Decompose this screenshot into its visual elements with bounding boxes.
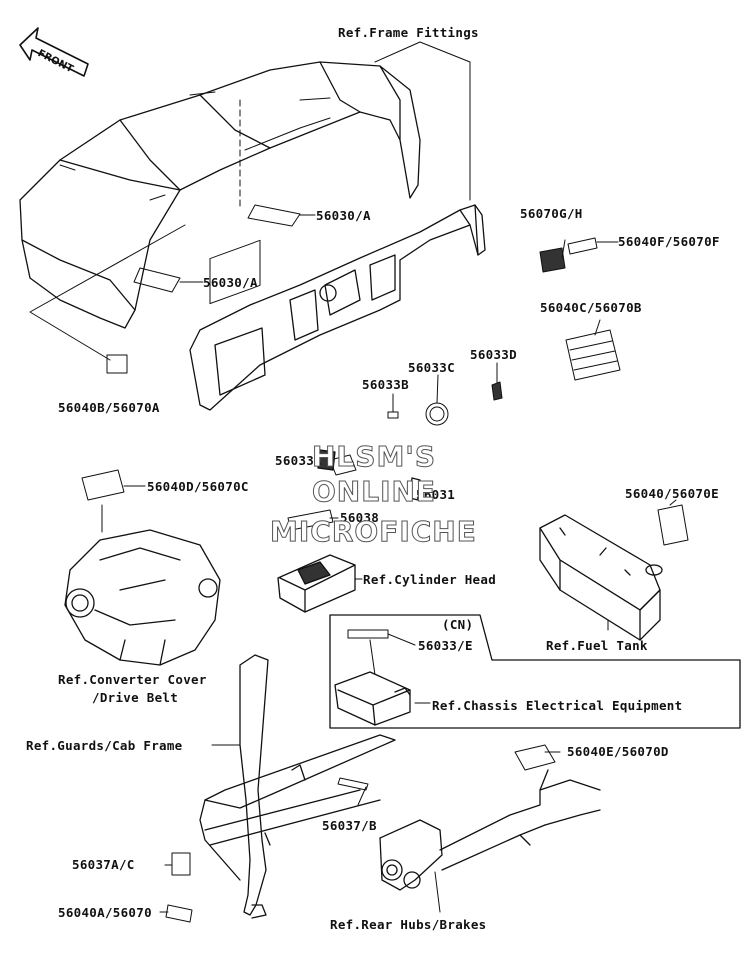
label-56040a-56070[interactable]: 56040A/56070 [58, 905, 152, 920]
rear-hub-shape [379, 769, 601, 891]
decal-shapes [81, 204, 689, 923]
front-arrow-icon [19, 27, 89, 77]
label-56033e[interactable]: 56033/E [418, 638, 473, 653]
label-56070gh[interactable]: 56070G/H [520, 206, 583, 221]
watermark-line-1: HLSM'S [311, 440, 437, 474]
small-parts [317, 449, 421, 501]
label-ref-cylinder-head[interactable]: Ref.Cylinder Head [363, 572, 497, 587]
ecu-box-shape [334, 671, 411, 726]
label-drive-belt[interactable]: /Drive Belt [92, 690, 179, 705]
label-56033b[interactable]: 56033B [362, 377, 409, 392]
label-56040d-56070c[interactable]: 56040D/56070C [147, 479, 249, 494]
label-56033d[interactable]: 56033D [470, 347, 517, 362]
label-ref-converter-cover[interactable]: Ref.Converter Cover [58, 672, 207, 687]
label-56033a[interactable]: 56033A [275, 453, 322, 468]
label-56037ac[interactable]: 56037A/C [72, 857, 135, 872]
cab-frame-shape [199, 654, 396, 919]
cylinder-head-cover-shape [277, 554, 356, 613]
label-ref-rear-hubs-brakes[interactable]: Ref.Rear Hubs/Brakes [330, 917, 487, 932]
watermark-line-3: MICROFICHE [270, 515, 477, 549]
dash-panel-shape [189, 204, 486, 411]
label-ref-guards-cab-frame[interactable]: Ref.Guards/Cab Frame [26, 738, 183, 753]
label-56037b[interactable]: 56037/B [322, 818, 377, 833]
label-ref-fuel-tank[interactable]: Ref.Fuel Tank [546, 638, 648, 653]
label-56040f-56070f[interactable]: 56040F/56070F [618, 234, 720, 249]
label-56040-56070e[interactable]: 56040/56070E [625, 486, 719, 501]
label-ref-chassis-electrical[interactable]: Ref.Chassis Electrical Equipment [432, 698, 683, 713]
label-56040e-56070d[interactable]: 56040E/56070D [567, 744, 669, 759]
label-56030a-top[interactable]: 56030/A [316, 208, 371, 223]
converter-cover-shape [64, 529, 221, 666]
leader-lines [29, 41, 677, 913]
label-56040c-56070b[interactable]: 56040C/56070B [540, 300, 642, 315]
label-56038[interactable]: 56038 [340, 510, 380, 525]
label-cn: (CN) [442, 617, 474, 632]
label-56031[interactable]: 56031 [416, 487, 456, 502]
label-56040b-56070a[interactable]: 56040B/56070A [58, 400, 160, 415]
label-56033c[interactable]: 56033C [408, 360, 455, 375]
fuel-tank-shape [539, 514, 663, 641]
cn-box-frame [329, 614, 741, 729]
label-ref-frame-fittings[interactable]: Ref.Frame Fittings [338, 25, 479, 40]
label-56030a-left[interactable]: 56030/A [203, 275, 258, 290]
watermark-line-2: ONLINE [311, 475, 437, 509]
